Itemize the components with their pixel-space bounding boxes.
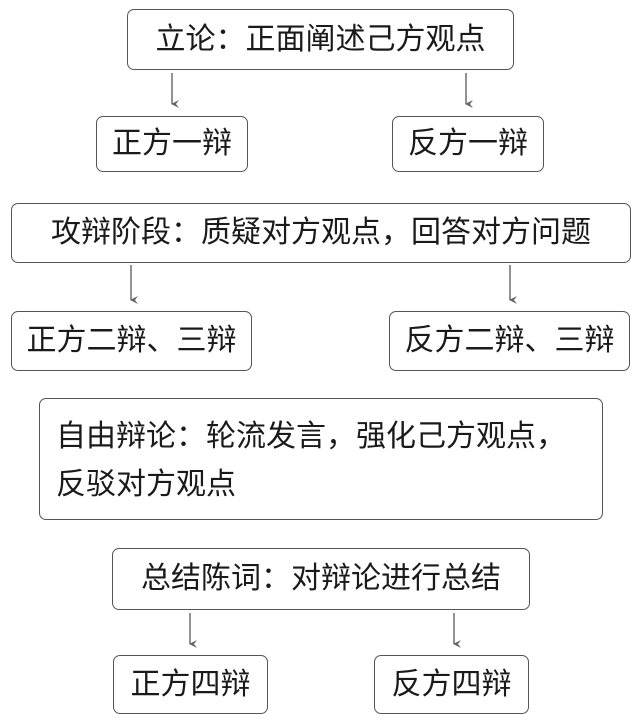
stage-opening-statement: 立论：正面阐述己方观点: [127, 9, 514, 70]
stage-opening-statement-label: 立论：正面阐述己方观点: [155, 21, 486, 57]
pro-first-debater: 正方一辩: [96, 116, 248, 172]
pro-first-debater-label: 正方一辩: [112, 126, 232, 161]
stage-cross-examination: 攻辩阶段：质疑对方观点，回答对方问题: [11, 203, 631, 263]
pro-second-third-debaters-label: 正方二辩、三辩: [26, 323, 237, 358]
stage-closing-statement: 总结陈词：对辩论进行总结: [112, 548, 530, 610]
con-second-third-debaters-label: 反方二辩、三辩: [404, 323, 615, 358]
con-fourth-debater: 反方四辩: [374, 655, 529, 714]
con-first-debater: 反方一辩: [392, 116, 544, 172]
stage-closing-statement-label: 总结陈词：对辩论进行总结: [141, 561, 501, 596]
pro-second-third-debaters: 正方二辩、三辩: [11, 311, 252, 371]
pro-fourth-debater-label: 正方四辩: [130, 666, 251, 702]
stage-free-debate: 自由辩论：轮流发言，强化己方观点， 反驳对方观点: [39, 398, 603, 520]
stage-free-debate-line2: 反驳对方观点: [56, 467, 236, 502]
pro-fourth-debater: 正方四辩: [113, 655, 268, 714]
stage-cross-examination-label: 攻辩阶段：质疑对方观点，回答对方问题: [51, 215, 591, 250]
con-first-debater-label: 反方一辩: [408, 126, 528, 161]
stage-free-debate-line1: 自由辩论：轮流发言，强化己方观点，: [56, 419, 566, 454]
con-fourth-debater-label: 反方四辩: [391, 666, 512, 702]
con-second-third-debaters: 反方二辩、三辩: [389, 311, 630, 371]
